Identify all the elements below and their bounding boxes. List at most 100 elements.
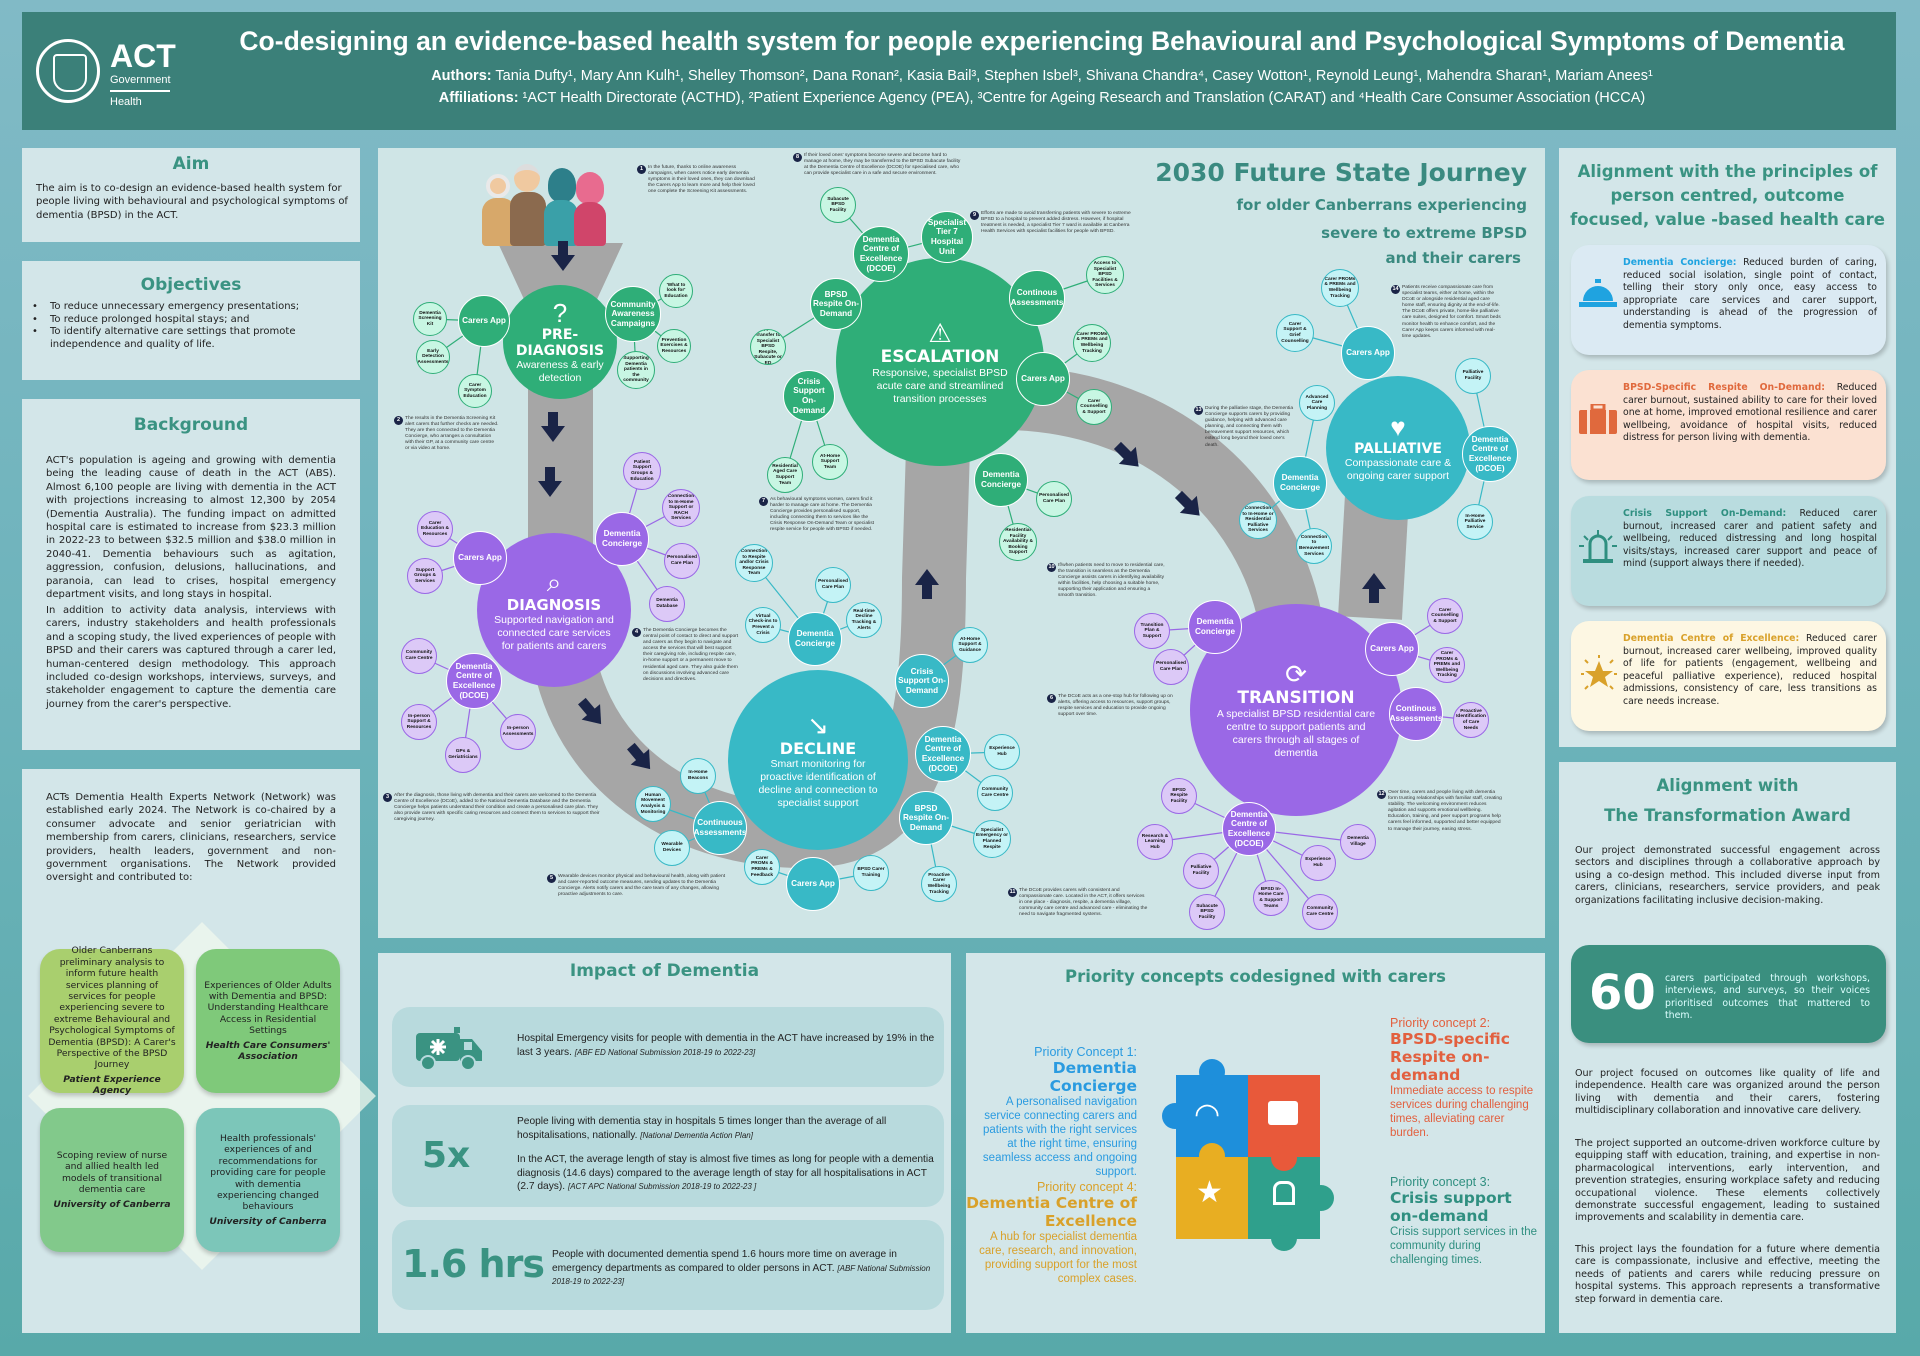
network-output-box: Experiences of Older Adults with Dementi…: [196, 949, 340, 1093]
background-paragraph: ACT's population is ageing and growing w…: [46, 455, 336, 601]
transformation-paragraph: The project supported an outcome-driven …: [1575, 1138, 1880, 1224]
service-leaf-node: Dementia Screening Kit: [413, 302, 447, 336]
impact-card: Hospital Emergency visits for people wit…: [392, 1007, 944, 1087]
step-note-text: Wearable devices monitor physical and be…: [558, 874, 726, 898]
service-hub-node: Dementia Concierge: [974, 453, 1028, 507]
network-output-org: University of Canberra: [53, 1198, 171, 1210]
bell-icon: ◠: [1194, 1098, 1221, 1131]
stage-subtitle: Smart monitoring for proactive identific…: [758, 757, 878, 809]
stage-title: PALLIATIVE: [1354, 441, 1442, 457]
priority-title: Priority concepts codesigned with carers: [1065, 967, 1446, 986]
carers-stat-value: 60: [1589, 965, 1656, 1021]
network-output-org: Patient Experience Agency: [63, 1073, 161, 1097]
service-leaf-node: Transition Plan & Support: [1134, 613, 1170, 649]
aim-title: Aim: [172, 154, 210, 174]
service-leaf-node: Carer Counselling & Support: [1076, 389, 1112, 425]
diagnosis-magnifier-icon: ⌕: [546, 566, 562, 597]
service-leaf-node: BPSD Carer Training: [853, 855, 889, 891]
puzzle-piece-centre: [1176, 1157, 1248, 1239]
priority-concept-heading: Priority concept 2:: [1390, 1016, 1491, 1030]
principle-label: Crisis Support On-Demand:: [1623, 508, 1787, 519]
service-leaf-node: Supporting Dementia patients in the comm…: [617, 351, 655, 389]
transformation-paragraph: Our project focused on outcomes like qua…: [1575, 1068, 1880, 1117]
stage-subtitle: A specialist BPSD residential care centr…: [1216, 708, 1376, 759]
network-panel: ACTs Dementia Health Experts Network (Ne…: [22, 769, 376, 1333]
authors-label: Authors:: [431, 68, 492, 84]
service-leaf-node: Proactive Carer Wellbeing Tracking: [921, 866, 957, 902]
authors-line: Authors: Tania Dufty¹, Mary Ann Kulh¹, S…: [202, 68, 1882, 84]
older-people-illustration: [482, 160, 608, 246]
impact-panel: Impact of Dementia Hospital Emergency vi…: [378, 953, 951, 1333]
service-leaf-node: Residential Facility Availability & Book…: [999, 523, 1037, 561]
objectives-list: To reduce unnecessary emergency presenta…: [32, 301, 354, 351]
decline-arrow-icon: ↘: [807, 709, 829, 740]
road-segment: [987, 365, 1322, 625]
service-leaf-node: Connection to In-Home or Residential Pal…: [1239, 501, 1277, 539]
transformation-paragraph: Our project demonstrated successful enga…: [1575, 845, 1880, 906]
stage-subtitle: Awareness & early detection: [516, 359, 604, 384]
objective-item: To reduce prolonged hospital stays; and: [32, 314, 354, 327]
impact-text: In the ACT, the average length of stay i…: [517, 1154, 934, 1192]
principle-text: Reduced burden of caring, reduced social…: [1623, 257, 1877, 331]
logo-health-text: Health: [110, 96, 142, 108]
objective-item: To reduce unnecessary emergency presenta…: [32, 301, 354, 314]
service-leaf-node: Subacute BPSD Facility: [820, 187, 856, 223]
background-paragraph: In addition to activity data analysis, i…: [46, 605, 336, 710]
service-leaf-node: Supports Transfer to Specialist BPSD Res…: [750, 329, 786, 365]
priority-concept-text: A personalised navigation service connec…: [982, 1096, 1137, 1178]
service-leaf-node: In-Home Beacons: [680, 758, 716, 794]
puzzle-knob: [1271, 1145, 1297, 1171]
principle-label: Dementia Concierge:: [1623, 257, 1737, 268]
service-leaf-node: Wearable Devices: [654, 830, 690, 866]
service-leaf-node: Personalised Care Plan: [1153, 649, 1189, 685]
authors-list: Tania Dufty¹, Mary Ann Kulh¹, Shelley Th…: [491, 68, 1653, 84]
service-hub-node: Continuous Assessments: [693, 801, 747, 855]
step-number-badge: 1: [637, 165, 646, 174]
principles-title: Alignment with the principles of person …: [1570, 162, 1885, 229]
service-leaf-node: In-person Support & Resources: [401, 704, 437, 740]
service-hub-node: Dementia Centre of Excellence (DCOE): [1462, 426, 1518, 482]
star-icon: ★: [1196, 1176, 1223, 1209]
carers-stat-text: carers participated through workshops, i…: [1665, 973, 1870, 1022]
suitcase-icon: [1268, 1101, 1298, 1125]
heart-hands-icon: ♥: [1390, 412, 1406, 442]
service-hub-node: BPSD Respite On-Demand: [899, 791, 953, 845]
priority-concept-title: Dementia Concierge: [1049, 1059, 1137, 1095]
principle-text: Reduced carer burnout, increased carer a…: [1623, 508, 1878, 570]
service-leaf-node: Virtual Check-ins to Prevent a Crisis: [745, 607, 781, 643]
service-hub-node: Dementia Concierge: [1273, 456, 1327, 510]
poster-title: Co-designing an evidence-based health sy…: [239, 26, 1845, 56]
priority-concept-text: Crisis support services in the community…: [1390, 1226, 1537, 1266]
impact-source: [National Dementia Action Plan]: [640, 1130, 753, 1140]
service-hub-node: Dementia Concierge: [595, 512, 649, 566]
service-hub-node: Community Awareness Campaigns: [605, 286, 661, 342]
service-hub-node: Dementia Concierge: [1188, 600, 1242, 654]
service-hub-node: Carers App: [458, 295, 510, 347]
network-output-box: Older Canberrans preliminary analysis to…: [40, 945, 184, 1096]
step-number-badge: 14: [1391, 285, 1400, 294]
priority-concept-heading: Priority concept 3:: [1390, 1175, 1491, 1189]
service-leaf-node: Carer Support & Grief Counselling: [1276, 314, 1314, 352]
logo-act-text: ACT: [110, 38, 176, 74]
service-hub-node: Carers App: [1341, 326, 1395, 380]
priority-concept-1: Priority Concept 1: Dementia Concierge A…: [972, 1045, 1137, 1179]
journey-subtitle-line: and their carers: [1385, 249, 1521, 267]
step-note-text: The results in the Dementia Screening Ki…: [405, 416, 499, 452]
service-leaf-node: Carer PROMs & PREMs and Wellbeing Tracki…: [1073, 324, 1111, 362]
priority-panel: Priority concepts codesigned with carers…: [966, 953, 1545, 1333]
principle-text: Reduced carer burnout, sustained ability…: [1623, 382, 1877, 444]
service-leaf-node: In-person Assessments: [500, 714, 536, 750]
step-number-badge: 11: [1008, 888, 1017, 897]
journey-title: 2030 Future State Journey: [1155, 158, 1527, 187]
act-crest-logo-icon: [36, 39, 100, 103]
impact-stat: 1.6 hrs: [402, 1242, 545, 1286]
service-leaf-node: Connection to Respite and/or Crisis Resp…: [735, 544, 773, 582]
service-hub-node: Carers App: [1365, 622, 1419, 676]
stage-title: DECLINE: [779, 738, 857, 758]
service-leaf-node: Subacute BPSD Facility: [1189, 894, 1225, 930]
